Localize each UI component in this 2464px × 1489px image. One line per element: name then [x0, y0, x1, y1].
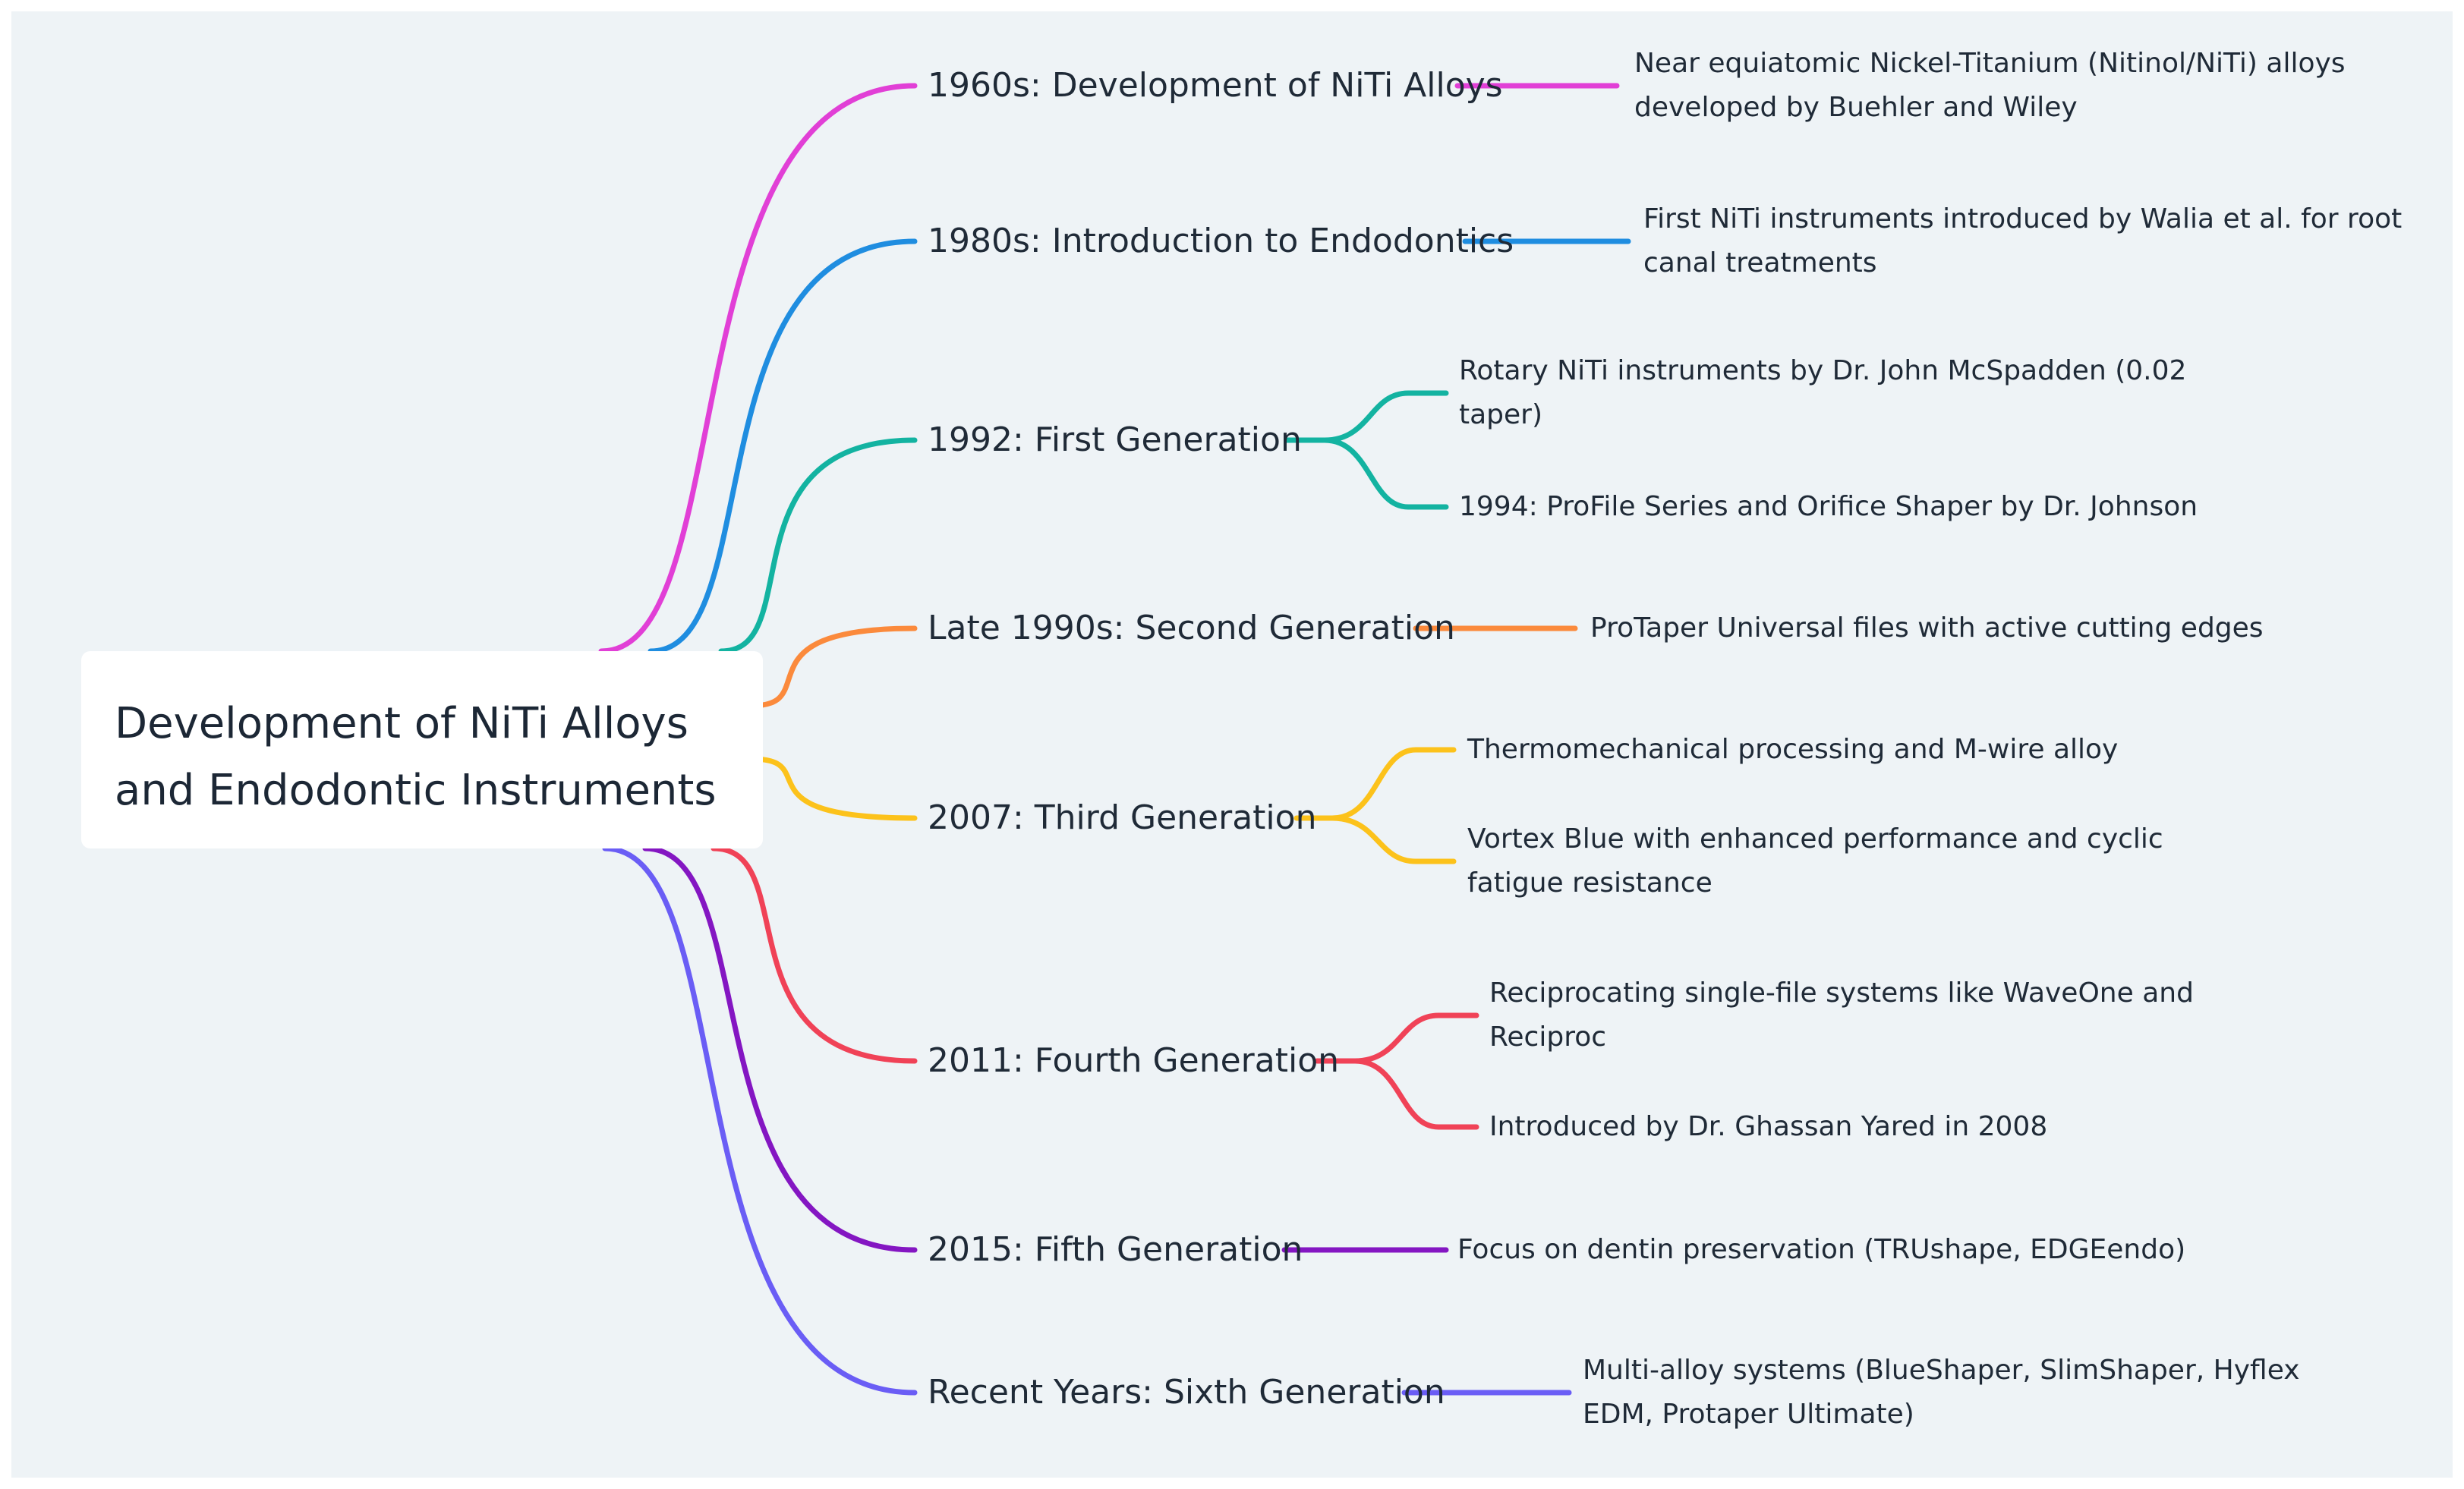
fork-arm-b1992-1	[1322, 437, 1449, 510]
root-connector-b2007	[748, 756, 918, 821]
detail-late-1990s-protaper[interactable]: ProTaper Universal files with active cut…	[1590, 612, 2264, 644]
fork-arm-b2007-1	[1329, 815, 1457, 864]
topic-2007[interactable]: 2007: Third Generation	[928, 798, 1317, 837]
root-connector-brecent	[602, 845, 918, 1396]
detail-2011-yared[interactable]: Introduced by Dr. Ghassan Yared in 2008	[1489, 1111, 2048, 1142]
mind-map-canvas: Development of NiTi Alloys and Endodonti…	[11, 11, 2453, 1478]
topic-1980s[interactable]: 1980s: Introduction to Endodontics	[928, 222, 1514, 260]
detail-2011-reciprocating[interactable]: Reciprocating single-file systems like W…	[1489, 977, 2194, 1053]
topic-late-1990s[interactable]: Late 1990s: Second Generation	[928, 609, 1455, 647]
detail-recent-multi-alloy[interactable]: Multi-alloy systems (BlueShaper, SlimSha…	[1583, 1355, 2300, 1430]
detail-1960s-alloys[interactable]: Near equiatomic Nickel-Titanium (Nitinol…	[1634, 48, 2346, 123]
detail-1992-profile[interactable]: 1994: ProFile Series and Orifice Shaper …	[1459, 491, 2198, 522]
fork-arm-b1992-0	[1322, 390, 1449, 443]
root-topic-label: Development of NiTi Alloys and Endodonti…	[115, 699, 717, 815]
topic-2011[interactable]: 2011: Fourth Generation	[928, 1041, 1340, 1080]
root-connector-b1992	[718, 437, 918, 654]
connector-layer	[598, 83, 1631, 1396]
root-topic[interactable]: Development of NiTi Alloys and Endodonti…	[81, 651, 763, 848]
fork-arm-b2007-0	[1329, 747, 1457, 821]
detail-2007-mwire[interactable]: Thermomechanical processing and M-wire a…	[1467, 734, 2119, 765]
detail-1992-rotary[interactable]: Rotary NiTi instruments by Dr. John McSp…	[1459, 355, 2187, 430]
root-connector-b1960	[598, 83, 918, 654]
topic-1960s[interactable]: 1960s: Development of NiTi Alloys	[928, 66, 1503, 105]
fork-arm-b2011-1	[1352, 1058, 1479, 1130]
root-connector-b2011	[711, 845, 918, 1064]
root-connector-b2015	[642, 845, 918, 1253]
detail-2015-dentin[interactable]: Focus on dentin preservation (TRUshape, …	[1457, 1234, 2186, 1265]
root-connector-b1980	[648, 238, 918, 654]
root-connector-b1990s	[748, 625, 918, 709]
topic-recent-years[interactable]: Recent Years: Sixth Generation	[928, 1373, 1445, 1412]
detail-2007-vortex-blue[interactable]: Vortex Blue with enhanced performance an…	[1467, 823, 2163, 899]
detail-1980s-walia[interactable]: First NiTi instruments introduced by Wal…	[1643, 203, 2403, 279]
topic-2015[interactable]: 2015: Fifth Generation	[928, 1230, 1303, 1269]
topic-1992[interactable]: 1992: First Generation	[928, 420, 1302, 459]
fork-arm-b2011-0	[1352, 1012, 1479, 1064]
